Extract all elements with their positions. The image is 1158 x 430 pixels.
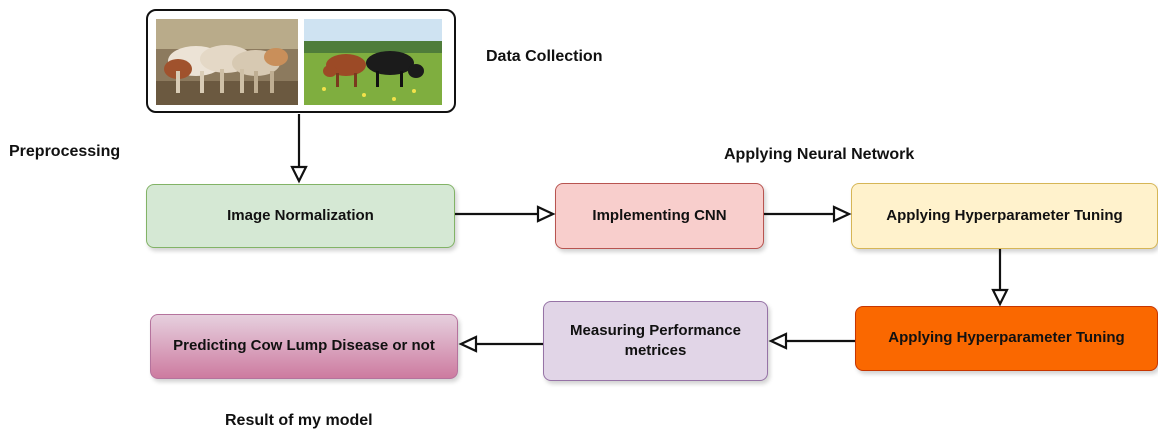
hyperparameter-tuning-text-2: Applying Hyperparameter Tuning (888, 329, 1125, 347)
cows-grazing-photo (304, 19, 442, 105)
hyperparameter-tuning-box-2: Applying Hyperparameter Tuning (855, 306, 1158, 371)
hyperparameter-tuning-box-1: Applying Hyperparameter Tuning (851, 183, 1158, 249)
arrowhead-tuning-1 (832, 205, 852, 223)
measuring-performance-text-line2: metrices (624, 342, 687, 359)
result-label: Result of my model (225, 412, 373, 429)
implementing-cnn-box: Implementing CNN (555, 183, 764, 249)
arrowhead-measuring (768, 332, 788, 350)
data-collection-photos (146, 9, 456, 113)
preprocessing-label: Preprocessing (9, 143, 121, 160)
hyperparameter-tuning-text-1: Applying Hyperparameter Tuning (886, 206, 1123, 224)
image-normalization-text: Image Normalization (227, 206, 374, 224)
arrowhead-normalization (290, 165, 308, 184)
predicting-text: Predicting Cow Lump Disease or not (173, 337, 435, 355)
image-normalization-box: Image Normalization (146, 184, 455, 248)
arrowhead-cnn (536, 205, 556, 223)
data-collection-label: Data Collection (486, 48, 603, 65)
measuring-performance-box: Measuring Performance metrices (543, 301, 768, 381)
implementing-cnn-text: Implementing CNN (592, 206, 727, 224)
cattle-herd-photo (156, 19, 298, 105)
measuring-performance-text-line1: Measuring Performance (570, 321, 741, 339)
arrowhead-predicting (458, 335, 478, 353)
arrowhead-tuning-2 (991, 288, 1009, 307)
predicting-box: Predicting Cow Lump Disease or not (150, 314, 458, 379)
applying-neural-network-label: Applying Neural Network (724, 146, 915, 163)
